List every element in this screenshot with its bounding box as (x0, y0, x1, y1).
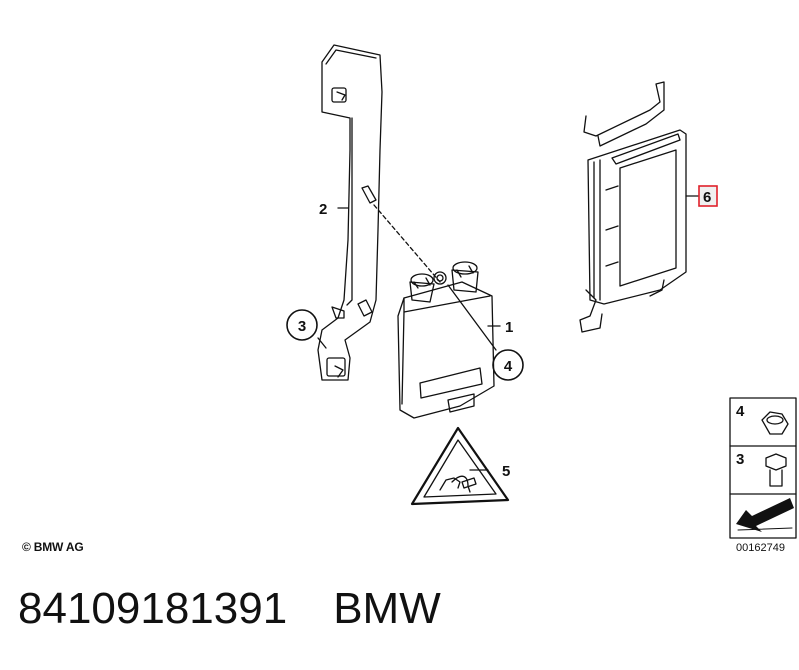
legend-nut-label: 4 (736, 403, 745, 420)
leader-3 (317, 337, 327, 349)
callout-3-label[interactable]: 3 (298, 318, 306, 335)
callout-6-highlight[interactable] (698, 185, 718, 207)
callout-4-label[interactable]: 4 (504, 358, 513, 375)
callout-1-label[interactable]: 1 (505, 319, 513, 336)
leader-4 (447, 284, 497, 351)
copyright-text: © BMW AG (22, 540, 84, 554)
hardware-legend (729, 397, 797, 539)
module-part-1 (397, 261, 495, 419)
legend-bolt-label: 3 (736, 451, 744, 468)
callout-5-label[interactable]: 5 (502, 463, 510, 480)
brand-name: BMW (333, 584, 441, 633)
bracket-part-2 (317, 44, 383, 381)
bracket-module-part-6 (579, 81, 687, 333)
warning-label-part-5 (410, 426, 510, 506)
callout-3-circle (286, 309, 318, 341)
callout-4-circle (492, 349, 524, 381)
callout-6-label[interactable]: 6 (703, 189, 711, 206)
part-caption: 84109181391 BMW (18, 584, 441, 634)
callout-2-label[interactable]: 2 (319, 201, 327, 218)
diagram-number: 00162749 (736, 542, 785, 554)
assembly-dashed-line (373, 204, 441, 283)
part-number: 84109181391 (18, 584, 288, 633)
